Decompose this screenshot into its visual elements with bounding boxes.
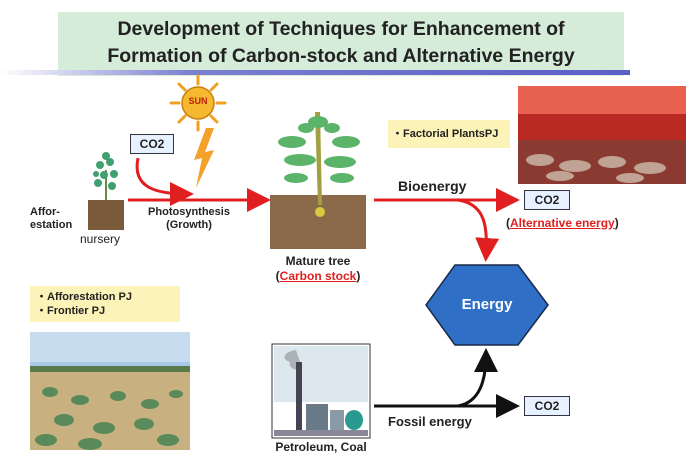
- title-underline: [0, 70, 630, 75]
- energy-label: Energy: [461, 296, 513, 313]
- carbon-stock-label: Carbon stock: [279, 269, 357, 283]
- title-banner: [58, 12, 624, 76]
- seedling-icon: [88, 152, 124, 230]
- frontier-pj-label: ・Frontier PJ: [36, 305, 106, 317]
- nursery-label: nursery: [80, 232, 121, 246]
- fossil-energy-label: Fossil energy: [388, 414, 472, 429]
- afforestation-photo: [30, 332, 190, 450]
- alternative-energy-close-paren: ): [614, 216, 619, 230]
- alternative-energy-open-paren: (: [506, 216, 510, 230]
- carbon-stock-close-paren: ): [356, 269, 361, 283]
- title-line-2: Formation of Carbon-stock and Alternativ…: [107, 45, 575, 67]
- mature-tree-icon: [270, 112, 366, 249]
- co2-box-fossil: CO2: [524, 396, 570, 416]
- factory-plants-photo: [518, 86, 686, 184]
- co2-box-input: CO2: [130, 134, 174, 154]
- afforestation-pj-label: ・Afforestation PJ: [36, 291, 132, 303]
- title-line-1: Development of Techniques for Enhancemen…: [117, 18, 565, 40]
- pj-note: ・Afforestation PJ ・Frontier PJ: [30, 286, 180, 322]
- bioenergy-label: Bioenergy: [398, 178, 467, 194]
- flow-arrows-red: [128, 157, 520, 262]
- photosynthesis-label-line-1: Photosynthesis: [148, 206, 230, 218]
- afforestation-label-line-1: Affor-: [30, 206, 60, 218]
- co2-box-bioenergy: CO2: [524, 190, 570, 210]
- alternative-energy-label: Alternative energy: [510, 216, 615, 230]
- petroleum-coal-label: Petroleum, Coal: [275, 440, 367, 454]
- photosynthesis-label-line-2: (Growth): [166, 219, 212, 231]
- page-title: Development of Techniques for Enhancemen…: [58, 16, 624, 70]
- factorial-plants-note: ・Factorial PlantsPJ: [388, 120, 510, 148]
- carbon-stock-open-paren: (: [275, 269, 280, 283]
- lightning-icon: [194, 128, 214, 188]
- power-plant-icon: [271, 343, 371, 439]
- afforestation-label: Affor- estation: [30, 206, 72, 232]
- mature-tree-label: Mature tree (Carbon stock): [270, 254, 366, 284]
- alternative-energy-line: (Alternative energy): [506, 216, 619, 230]
- sun-label: SUN: [188, 96, 208, 106]
- carbon-stock-line: (Carbon stock): [270, 269, 366, 284]
- afforestation-label-line-2: estation: [30, 219, 73, 231]
- mature-tree-label-line-1: Mature tree: [285, 254, 351, 268]
- flow-arrows-black: [374, 348, 520, 418]
- sun-icon: [169, 74, 227, 132]
- energy-hexagon: [425, 264, 549, 346]
- photosynthesis-label: Photosynthesis (Growth): [148, 206, 230, 232]
